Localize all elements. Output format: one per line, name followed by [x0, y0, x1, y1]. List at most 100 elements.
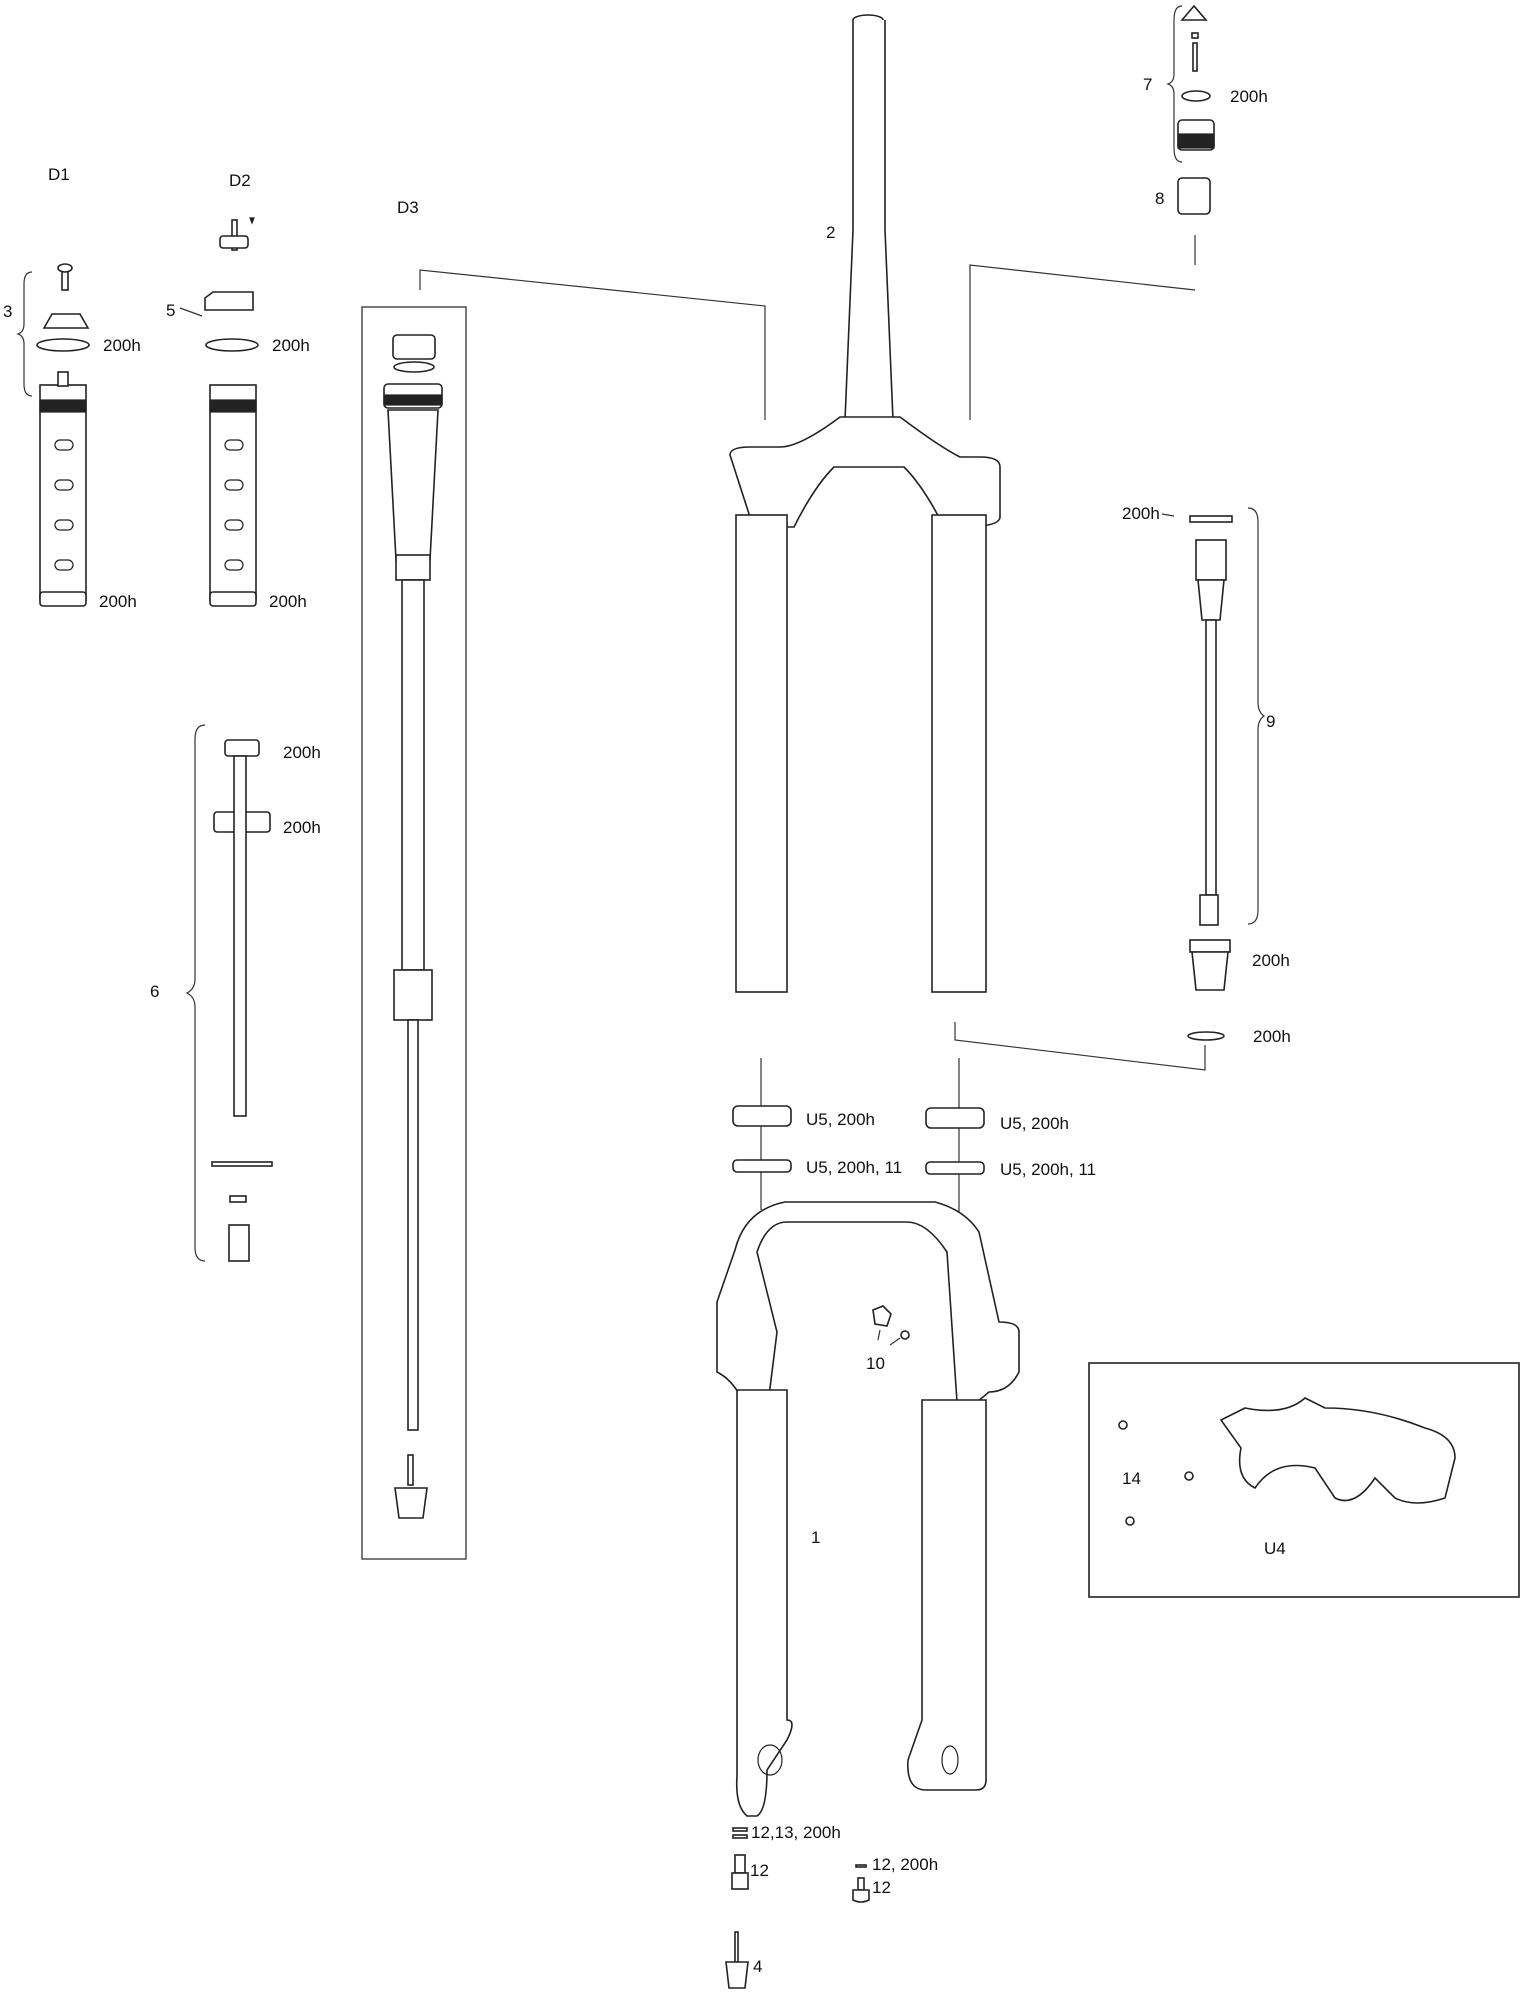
label-9-200h-b: 200h [1252, 951, 1290, 970]
label-d2-200h-bottom: 200h [269, 592, 307, 611]
label-3: 3 [3, 302, 12, 321]
label-6: 6 [150, 982, 159, 1001]
valve-oring [1191, 32, 1199, 39]
d1-bottom-seal [39, 591, 87, 607]
d3-top-knob [392, 334, 436, 360]
leader-5 [179, 307, 203, 317]
label-5: 5 [166, 301, 175, 320]
part-9-piston [1191, 951, 1229, 991]
cap-oring [1181, 90, 1211, 102]
leader-9-200h [1161, 513, 1175, 517]
d2-knob-5 [204, 291, 254, 311]
part-10-clip [872, 1305, 892, 1327]
part-6-oring [229, 1195, 247, 1203]
bracket-6 [185, 724, 206, 1262]
leader-10b [889, 1337, 901, 1346]
label-14: 14 [1122, 1469, 1141, 1488]
label-9-200h-top: 200h [1122, 504, 1160, 523]
leader-9-lower [954, 1022, 1206, 1071]
part-6-assembly: 6 200h 200h [150, 724, 321, 1262]
d3-leader-line [419, 269, 766, 420]
part-1-lower-legs: 1 10 [716, 1201, 1020, 1817]
part-4-knob [725, 1961, 749, 1989]
crush-washer-left-b [732, 1834, 748, 1839]
label-1: 1 [811, 1528, 820, 1547]
valve-cap [1180, 4, 1208, 21]
screw-14-a [1118, 1420, 1128, 1430]
d2-oring [205, 338, 259, 352]
left-bolt-head [731, 1872, 749, 1890]
part-8-grease-tub [1177, 177, 1211, 215]
d1-screw-head [57, 263, 73, 273]
fork-arch [716, 1201, 1020, 1413]
label-8: 8 [1155, 189, 1164, 208]
part-6-shaft [233, 755, 247, 1117]
label-right-bolt: 12 [872, 1878, 891, 1897]
part-10-screw [900, 1330, 910, 1340]
d3-seal-band [383, 394, 443, 406]
u4-fender [1219, 1397, 1456, 1504]
d3-body [387, 409, 439, 561]
d2-damper-body [209, 384, 257, 601]
bracket-3 [16, 271, 33, 397]
part-9-seal [1187, 1031, 1225, 1041]
d2-cap [219, 235, 249, 249]
right-bolt-head [852, 1889, 870, 1903]
d3-adjuster-knob [394, 1487, 428, 1519]
label-u5-right-foam: U5, 200h, 11 [1000, 1160, 1096, 1179]
label-left-crush: 12,13, 200h [751, 1823, 841, 1842]
bottom-hardware: 12,13, 200h 12 12, 200h 12 4 [725, 1823, 938, 1989]
d3-collar [395, 554, 431, 581]
label-6-200h-a: 200h [283, 743, 321, 762]
label-u5-right-seal: U5, 200h [1000, 1114, 1069, 1133]
part-9-oring [1189, 515, 1233, 523]
dust-seal-right [925, 1107, 985, 1129]
part-6-top-nut [224, 739, 260, 757]
label-d1-200h-bottom: 200h [99, 592, 137, 611]
d1-seal-band [39, 399, 87, 413]
leader-10a [877, 1329, 881, 1341]
label-left-bolt: 12 [750, 1861, 769, 1880]
label-4: 4 [753, 1957, 762, 1976]
dust-seal-left [732, 1105, 792, 1127]
part-9-head [1195, 539, 1227, 581]
d3-adjuster-shaft [407, 1454, 414, 1486]
part-2-crown-steerer: 2 [729, 14, 1196, 993]
dropout-right [941, 1745, 959, 1775]
label-d2: D2 [229, 171, 251, 190]
label-9: 9 [1266, 712, 1275, 731]
part-9-end [1199, 894, 1219, 926]
foam-ring-left [732, 1159, 792, 1173]
left-bolt-body [734, 1854, 746, 1874]
steerer-tube [844, 20, 894, 421]
stanchion-right [931, 514, 987, 993]
air-cap-thread [1177, 133, 1215, 149]
label-d1: D1 [48, 165, 70, 184]
right-bolt-thread [857, 1877, 865, 1891]
part-7-air-cap: 7 200h 8 [1143, 4, 1268, 215]
screw-14-c [1125, 1516, 1135, 1526]
crush-washer-left-a [732, 1827, 748, 1832]
d2-screw [231, 219, 238, 251]
label-d1-200h-top: 200h [103, 336, 141, 355]
part-9-piston-top [1189, 939, 1231, 953]
label-6-200h-b: 200h [283, 818, 321, 837]
label-7: 7 [1143, 75, 1152, 94]
label-7-200h: 200h [1230, 87, 1268, 106]
seal-kit-u5: U5, 200h U5, 200h U5, 200h, 11 U5, 200h,… [732, 1058, 1096, 1260]
label-d3: D3 [397, 198, 419, 217]
foam-ring-right [925, 1161, 985, 1175]
part-6-valve [228, 1224, 250, 1262]
inset-box [1088, 1362, 1520, 1598]
d1-top-nut [57, 371, 69, 387]
d2-seal-band [209, 399, 257, 413]
label-9-200h-c: 200h [1253, 1027, 1291, 1046]
part-4-shaft [734, 1931, 739, 1963]
label-right-crush: 12, 200h [872, 1855, 938, 1874]
d3-box [361, 306, 467, 1560]
lower-leg-right [907, 1399, 987, 1791]
bracket-9 [1247, 507, 1266, 925]
stanchion-left [735, 514, 788, 993]
screw-14-b [1184, 1471, 1194, 1481]
